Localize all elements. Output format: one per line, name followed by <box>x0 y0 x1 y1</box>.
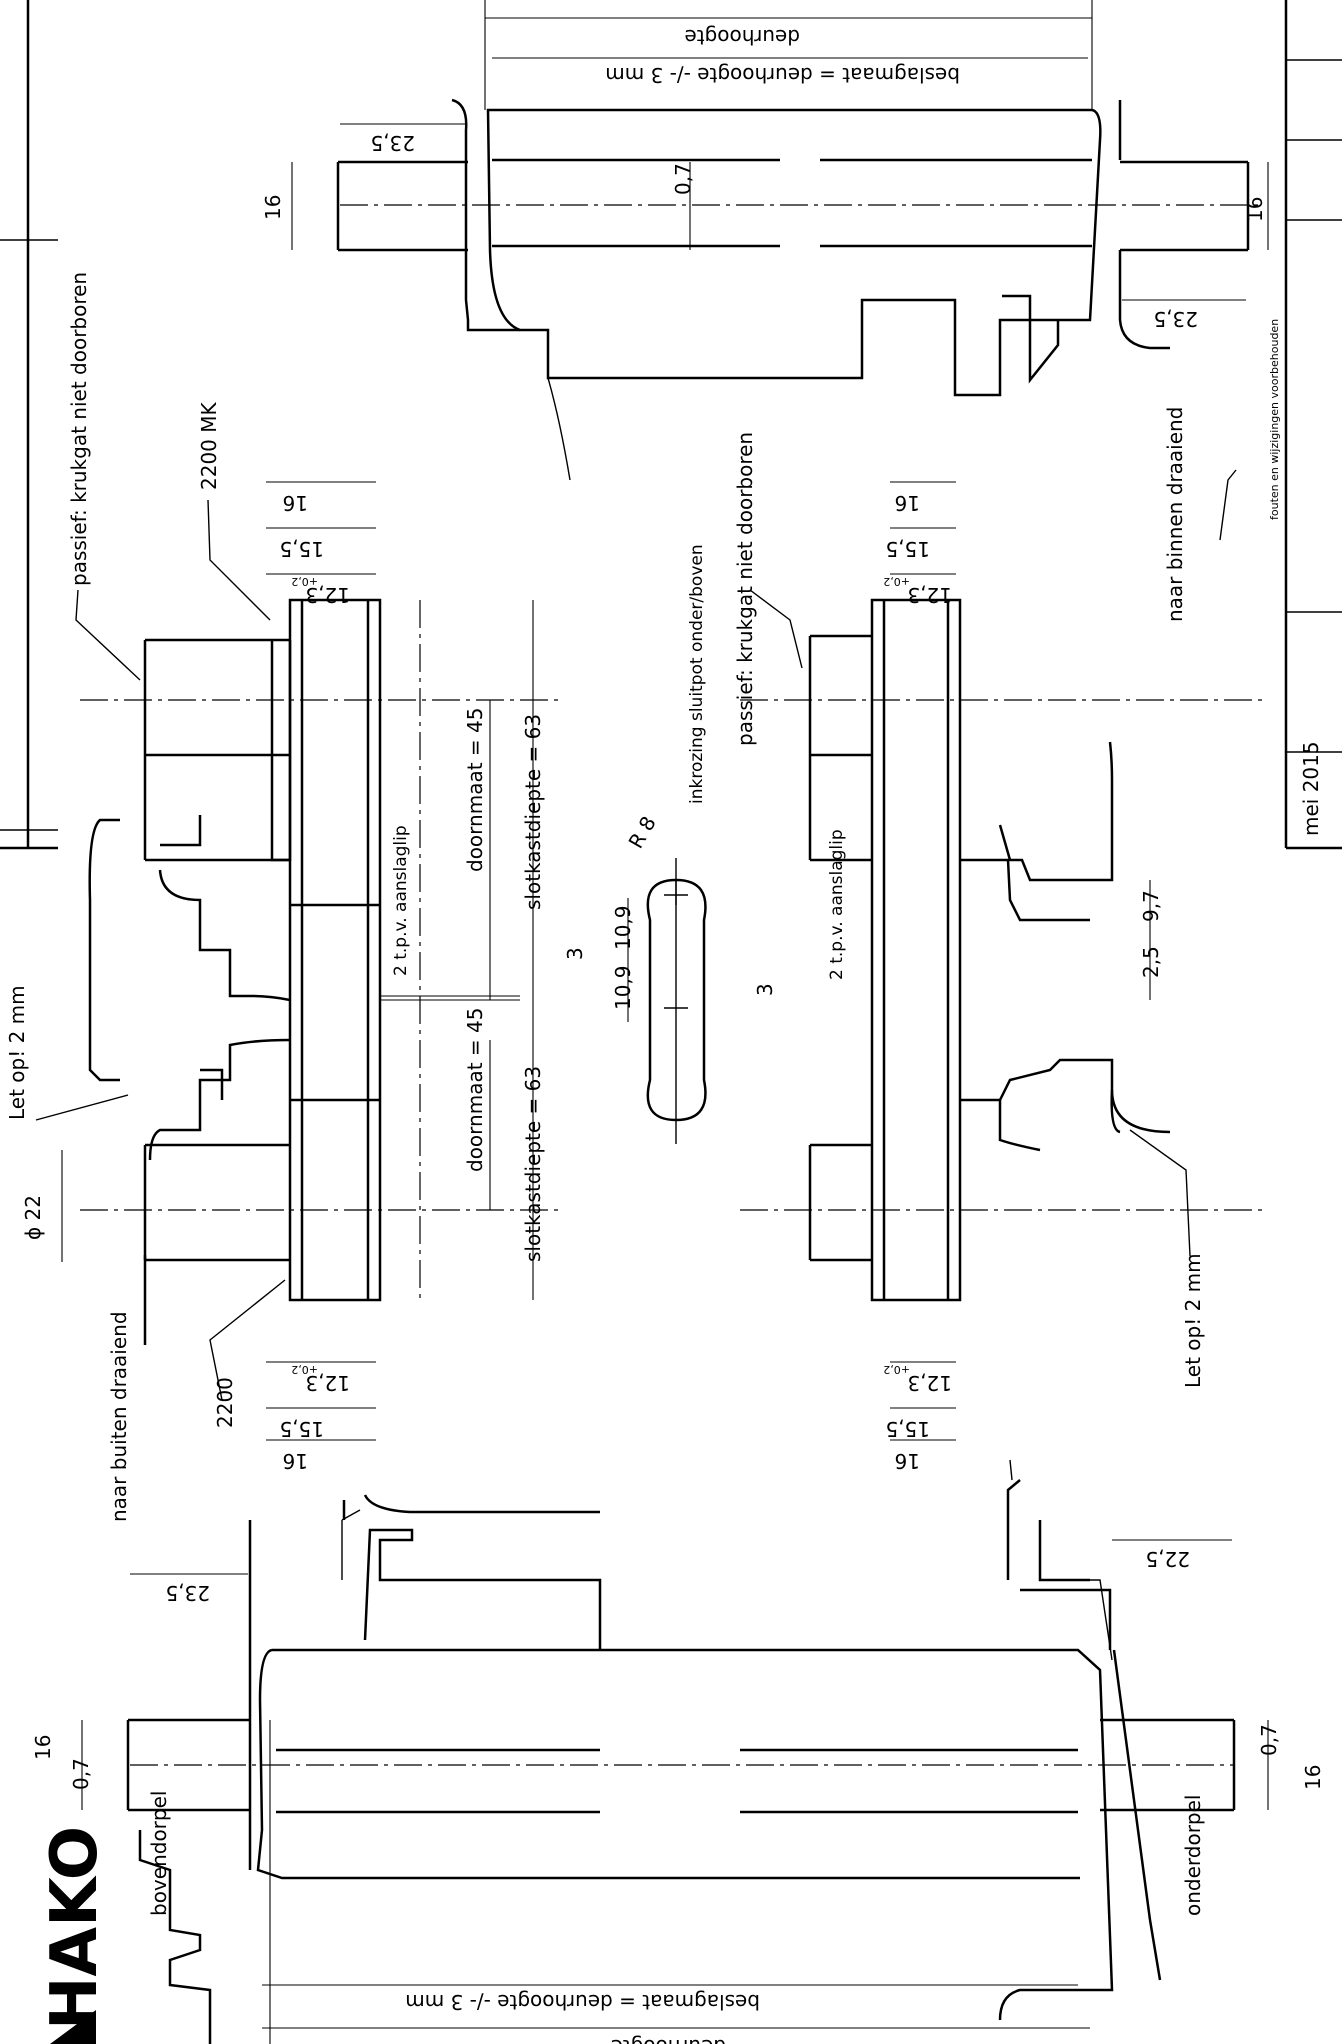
dim-15-5-plate-lr: 15,5 <box>885 1417 930 1441</box>
deurhoogte-bottom: deurhoogte <box>610 2035 726 2044</box>
dim-16-top-left: 16 <box>261 195 285 220</box>
dim-15-5-plate-ur: 15,5 <box>885 537 930 561</box>
tol-plate-lr: +0,2 <box>883 1363 910 1376</box>
model-2200mk-label: 2200 MK <box>197 401 221 490</box>
let-op-left: Let op! 2 mm <box>5 985 29 1120</box>
passief-right-label: passief: krukgat niet doorboren <box>733 432 757 746</box>
dim-16-plate-ul: 16 <box>283 491 308 515</box>
model-2200-label: 2200 <box>213 1377 237 1428</box>
dim-2-5: 2,5 <box>1139 946 1163 978</box>
tol-plate-ll: +0,2 <box>291 1363 318 1376</box>
aanslaglip-upper: 2 t.p.v. aanslaglip <box>391 825 411 976</box>
slotkastdiepte-upper: slotkastdiepte = 63 <box>521 714 545 910</box>
dim-12-3-plate-ur: 12,3 <box>907 583 952 607</box>
dim-0-7-bottom-right: 0,7 <box>1257 1724 1281 1756</box>
tol-plate-ur: +0,2 <box>883 575 910 588</box>
dim-0-7-top: 0,7 <box>671 163 695 195</box>
dim-16-bottom-right: 16 <box>1301 1765 1325 1790</box>
dim-12-3-plate-lr: 12,3 <box>907 1371 952 1395</box>
dim-16-plate-ur: 16 <box>895 491 920 515</box>
dim-15-5-plate-ul: 15,5 <box>279 537 324 561</box>
naar-buiten-label: naar buiten draaiend <box>107 1311 131 1522</box>
bovendorpel-label: bovendorpel <box>147 1791 171 1916</box>
dim-9-7: 9,7 <box>1139 890 1163 922</box>
brand-logo: HAKO <box>38 1826 112 2044</box>
diameter-label: ϕ 22 <box>21 1195 45 1240</box>
dim-15-5-plate-ll: 15,5 <box>279 1417 324 1441</box>
dim-23-5-top-left: 23,5 <box>370 131 415 155</box>
inkrozing-label: inkrozing sluitpot onder/boven <box>687 544 707 804</box>
beslagmaat-bottom: beslagmaat = deurhoogte -/- 3 mm <box>405 1990 760 2014</box>
dim-0-7-bottom-left: 0,7 <box>69 1758 93 1790</box>
let-op-right: Let op! 2 mm <box>1181 1253 1205 1388</box>
top-left-frame <box>0 0 58 850</box>
dim-16-plate-ll: 16 <box>283 1449 308 1473</box>
onderdorpel-label: onderdorpel <box>1181 1795 1205 1917</box>
dim-22-5-bottom: 22,5 <box>1145 1547 1190 1571</box>
doornmaat-upper: doornmaat = 45 <box>463 708 487 872</box>
dim-10-9-b: 10,9 <box>611 965 635 1010</box>
doornmaat-lower: doornmaat = 45 <box>463 1008 487 1172</box>
bottom-hinge-drawing: beslagmaat = deurhoogte -/- 3 mm deurhoo… <box>31 1459 1325 2044</box>
dim-16-top-right: 16 <box>1243 197 1267 222</box>
passief-left-label: passief: krukgat niet doorboren <box>67 272 91 586</box>
disclaimer-label: fouten en wijzigingen voorbehouden <box>1268 319 1281 520</box>
brand-name: HAKO <box>38 1826 112 2030</box>
dim-23-5-bottom: 23,5 <box>165 1581 210 1605</box>
lock-plates: doornmaat = 45 slotkastdiepte = 63 doorn… <box>5 272 1262 1522</box>
dim-16-bottom-left: 16 <box>31 1735 55 1760</box>
dim-3-right: 3 <box>753 983 777 996</box>
date-label: mei 2015 <box>1299 741 1323 836</box>
dim-12-3-plate-ll: 12,3 <box>305 1371 350 1395</box>
dim-23-5-top-right: 23,5 <box>1153 307 1198 331</box>
logo-mark-icon <box>50 2010 96 2044</box>
aanslaglip-right: 2 t.p.v. aanslaglip <box>827 829 847 980</box>
deurhoogte-top: deurhoogte <box>684 25 800 49</box>
dim-10-9-a: 10,9 <box>611 905 635 950</box>
tol-plate-ul: +0,2 <box>291 575 318 588</box>
slotkastdiepte-lower: slotkastdiepte = 63 <box>521 1066 545 1262</box>
beslagmaat-top: beslagmaat = deurhoogte -/- 3 mm <box>605 63 960 87</box>
naar-binnen-label: naar binnen draaiend <box>1163 407 1187 622</box>
dim-16-plate-lr: 16 <box>895 1449 920 1473</box>
title-block: mei 2015 fouten en wijzigingen voorbehou… <box>1268 0 1342 850</box>
dim-3-left: 3 <box>563 947 587 960</box>
radius-label: R 8 <box>624 812 661 853</box>
dim-12-3-plate-ul: 12,3 <box>305 583 350 607</box>
top-hinge-drawing: deurhoogte beslagmaat = deurhoogte -/- 3… <box>261 0 1269 622</box>
